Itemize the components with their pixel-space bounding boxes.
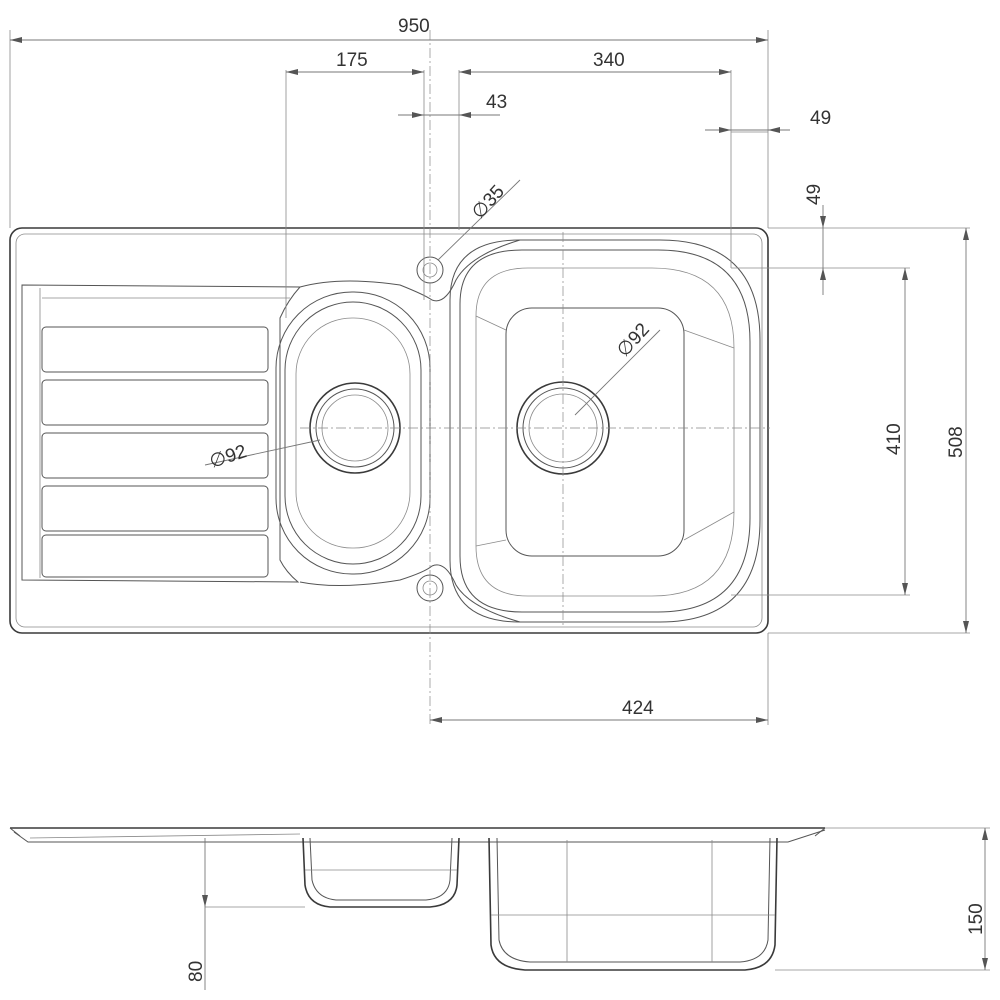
dim-main-bowl-depth: 150 bbox=[966, 903, 987, 935]
main-bowl bbox=[449, 239, 761, 623]
drainer-board bbox=[21, 284, 302, 583]
dim-top-margin: 49 bbox=[804, 184, 825, 205]
dim-overall-depth: 508 bbox=[946, 426, 967, 458]
dim-small-waste-diameter: ∅92 bbox=[207, 441, 249, 473]
dim-small-bowl-depth: 80 bbox=[186, 961, 207, 982]
plan-view bbox=[9, 30, 770, 725]
dim-drainer-bowl-width: 175 bbox=[336, 50, 368, 71]
dim-main-waste-diameter: ∅92 bbox=[613, 319, 654, 361]
dimension-labels: 950 175 340 43 49 49 ∅35 ∅92 ∅92 410 508… bbox=[207, 16, 967, 719]
small-bowl bbox=[275, 291, 431, 575]
dim-main-bowl-width: 340 bbox=[593, 50, 625, 71]
dim-tap-hole-diameter: ∅35 bbox=[468, 181, 509, 223]
dim-bowl-depth-length: 410 bbox=[884, 423, 905, 455]
dim-overall-width: 950 bbox=[398, 16, 430, 37]
sink-inner-outline bbox=[15, 233, 763, 628]
side-elevation: 80 150 bbox=[9, 827, 990, 990]
dim-centre-to-edge: 424 bbox=[622, 698, 654, 719]
dim-right-margin: 49 bbox=[810, 108, 831, 129]
dimension-lines bbox=[9, 30, 970, 725]
sink-outline bbox=[9, 227, 769, 634]
dim-bowl-gap: 43 bbox=[486, 92, 507, 113]
